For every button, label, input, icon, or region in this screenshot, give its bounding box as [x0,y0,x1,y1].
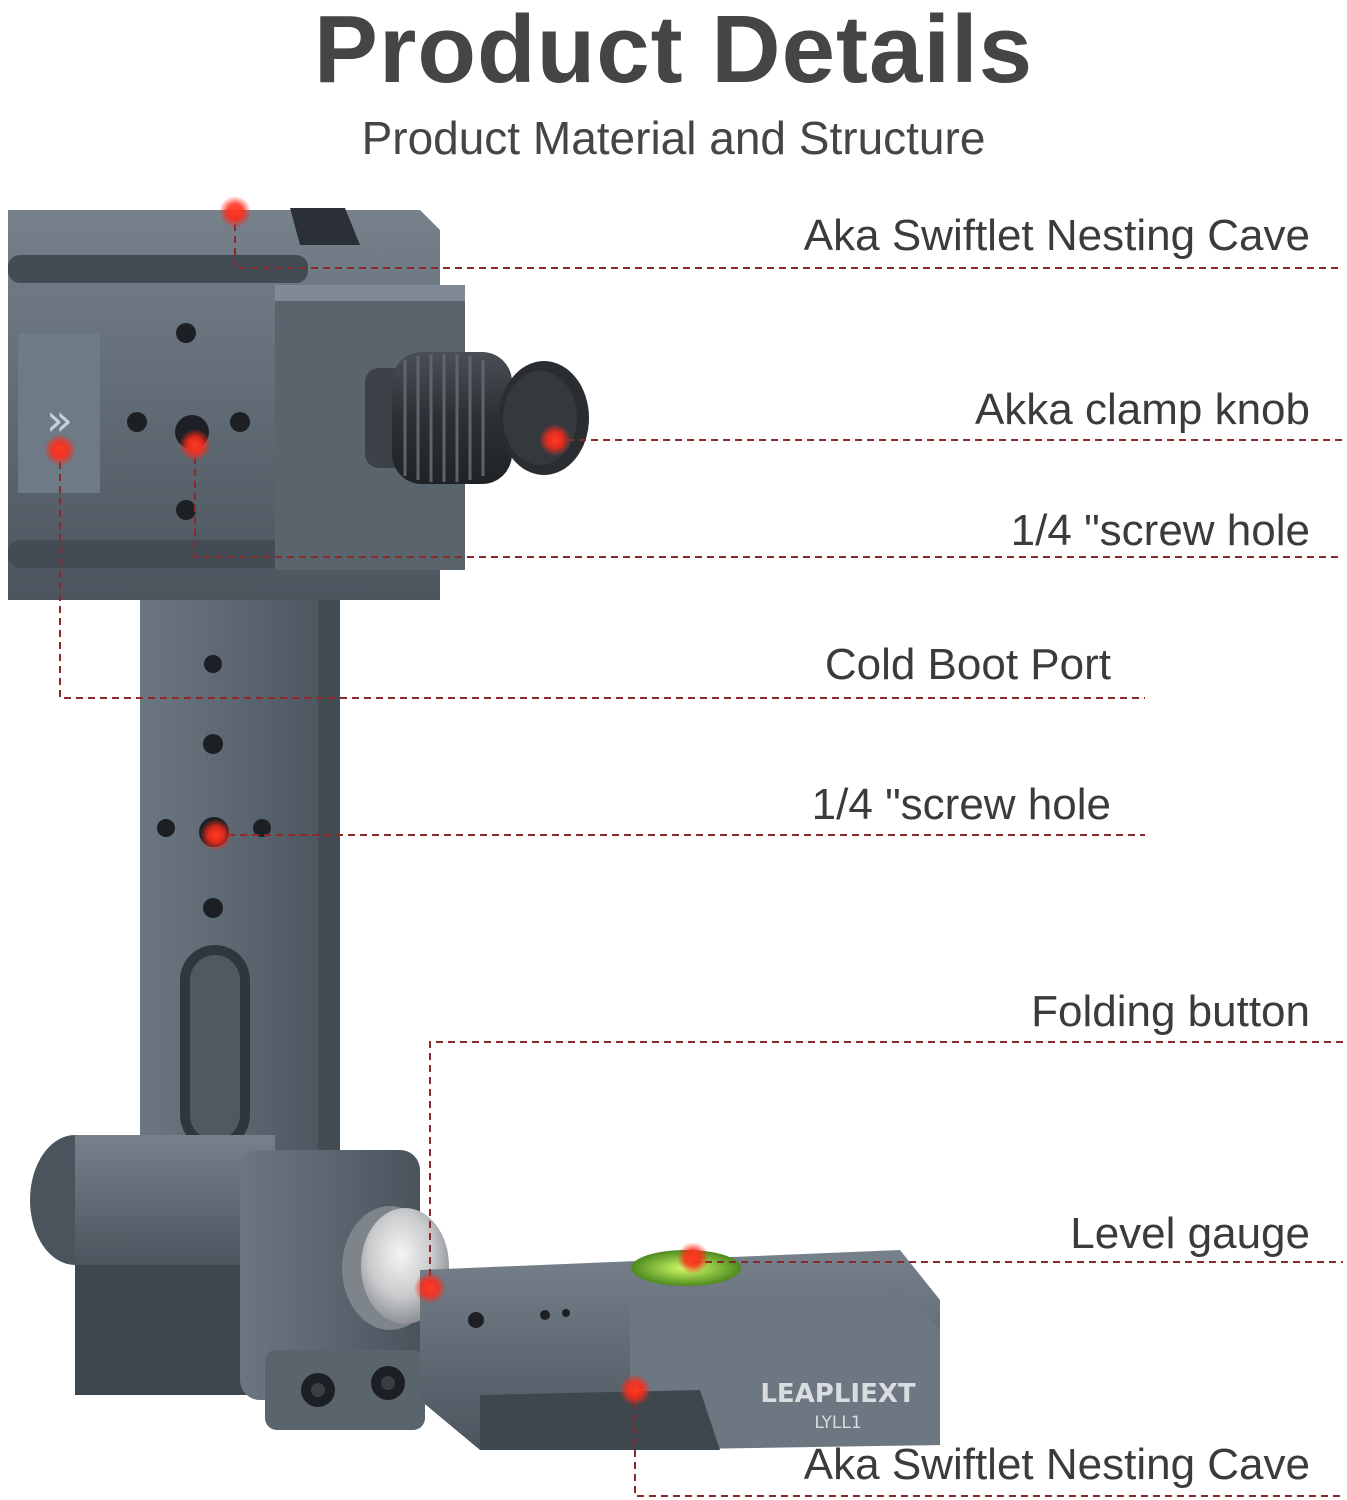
marker-dots [44,196,709,1406]
callout-label-screw-hole-top: 1/4 "screw hole [1010,506,1310,555]
brand-engraving: LEAPLIEXT [760,1379,916,1409]
callout-label-cold-boot-port: Cold Boot Port [824,640,1111,689]
callout-label-screw-hole-upright: 1/4 "screw hole [811,780,1111,829]
callout-label-folding-button: Folding button [1031,987,1310,1036]
callout-label-top-nesting-cave: Aka Swiftlet Nesting Cave [803,211,1310,260]
clamp-knob [365,352,589,484]
page-subtitle: Product Material and Structure [361,112,986,164]
callout-label-clamp-knob: Akka clamp knob [974,385,1310,434]
upright-slot [180,945,250,1150]
callout-label-level-gauge: Level gauge [1070,1209,1310,1258]
page-title: Product Details [313,0,1034,103]
leader-lines [59,212,1343,1497]
bottom-plate: LEAPLIEXT LYLL1 [420,1250,940,1450]
callout-label-bottom-nesting-cave: Aka Swiftlet Nesting Cave [803,1440,1310,1489]
folding-hinge [30,1135,425,1430]
model-engraving: LYLL1 [814,1413,861,1433]
